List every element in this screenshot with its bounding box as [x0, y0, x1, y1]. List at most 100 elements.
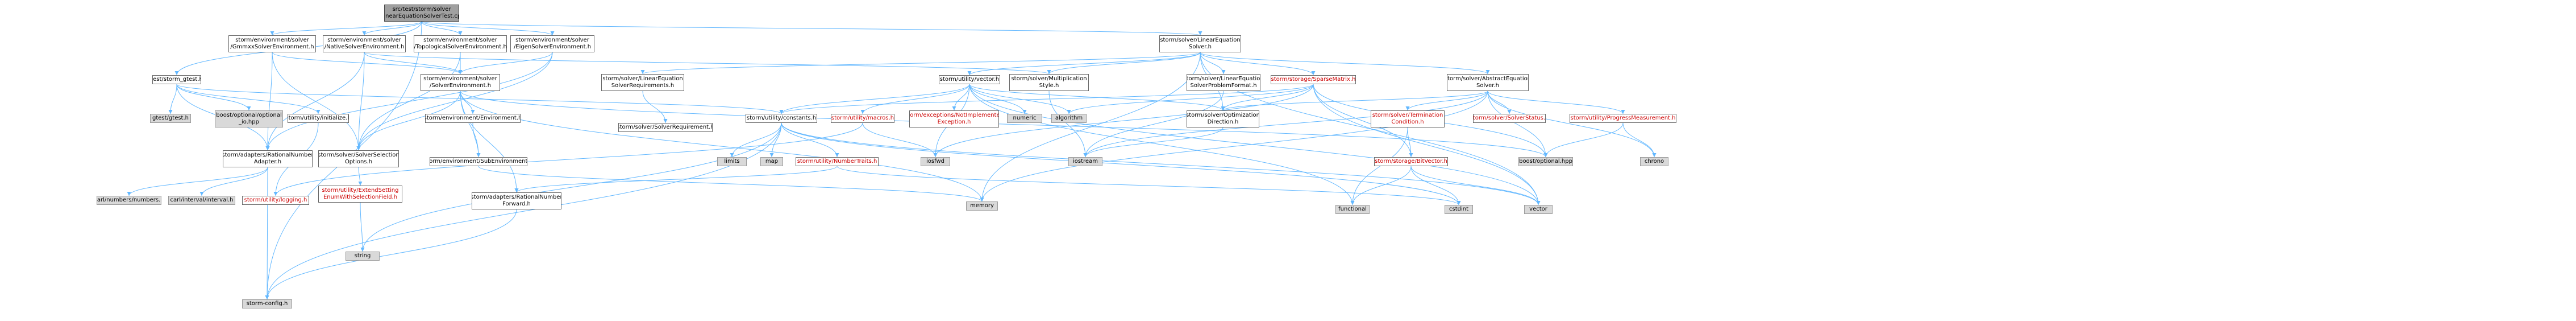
node-iostream: iostream	[1068, 157, 1102, 166]
edge-constants-to-storm-config	[265, 122, 782, 300]
edge-lin-eq-solver-to-abstract-eq-solver	[1200, 52, 1490, 75]
node-rational-adapter[interactable]: storm/adapters/RationalNumber Adapter.h	[223, 150, 313, 167]
edge-solver-env-to-rational-fwd	[460, 90, 519, 193]
node-boost-opt-io: boost/optional/optional _io.hpp	[215, 110, 283, 127]
node-solver-env[interactable]: storm/environment/solver /SolverEnvironm…	[421, 74, 500, 91]
node-bitvector[interactable]: storm/storage/BitVector.h	[1374, 157, 1448, 166]
edge-test-gtest-to-boost-opt-io	[176, 84, 251, 111]
node-opt-dir[interactable]: storm/solver/Optimization Direction.h	[1187, 110, 1259, 127]
node-sparse-matrix[interactable]: storm/storage/SparseMatrix.h	[1271, 75, 1356, 84]
node-lin-eq-solver[interactable]: storm/solver/LinearEquation Solver.h	[1159, 35, 1241, 52]
edge-root-to-native-env	[362, 21, 422, 36]
node-term-cond[interactable]: storm/solver/Termination Condition.h	[1371, 110, 1445, 127]
edge-sub-env-to-memory	[478, 166, 984, 202]
node-test-gtest[interactable]: test/storm_gtest.h	[152, 75, 201, 84]
edge-util-vector-to-not-impl	[952, 84, 970, 111]
edge-util-vector-to-macros	[860, 84, 970, 114]
node-gtest: gtest/gtest.h	[150, 114, 191, 123]
node-root[interactable]: src/test/storm/solver /LinearEquationSol…	[384, 5, 459, 22]
edge-root-to-lin-eq-solver	[421, 21, 1202, 36]
edge-solver-env-to-solver-sel-opts	[356, 90, 461, 151]
edge-native-env-to-rational-adapter	[265, 52, 365, 151]
node-storm-config: storm-config.h	[242, 299, 292, 308]
edge-native-env-to-mult-style	[364, 52, 1051, 75]
node-algorithm: algorithm	[1051, 114, 1087, 123]
node-util-vector[interactable]: storm/utility/vector.h	[939, 75, 1000, 84]
edge-sparse-matrix-to-constants	[779, 84, 1314, 114]
edge-test-gtest-to-constants	[176, 84, 784, 114]
edge-sparse-matrix-to-vector	[1313, 84, 1541, 205]
node-logging[interactable]: storm/utility/logging.h	[242, 196, 309, 205]
node-memory: memory	[966, 201, 998, 211]
node-solver-req[interactable]: storm/solver/SolverRequirement.h	[618, 123, 713, 132]
edge-util-vector-to-algorithm	[969, 84, 1071, 114]
edge-sparse-matrix-to-iosfwd	[933, 84, 1314, 158]
edge-macros-to-logging	[273, 122, 863, 196]
edge-progress-to-boost-opt	[1543, 122, 1624, 158]
edge-rational-fwd-to-storm-config	[265, 209, 517, 300]
node-interval: carl/interval/interval.h	[168, 196, 235, 205]
edge-mult-style-to-iostream	[1048, 90, 1088, 158]
edge-term-cond-to-functional	[1350, 127, 1408, 205]
node-eigen-env[interactable]: storm/environment/solver /EigenSolverEnv…	[510, 35, 594, 52]
edge-sparse-matrix-to-algorithm	[1067, 84, 1314, 114]
edge-number-traits-to-rational-fwd	[514, 166, 838, 193]
edge-abstract-eq-solver-to-boost-opt	[1487, 90, 1548, 158]
node-util-init[interactable]: storm/utility/initialize.h	[288, 114, 349, 123]
node-solver-sel-opts[interactable]: storm/solver/SolverSelection Options.h	[318, 150, 399, 167]
edge-abstract-eq-solver-to-chrono	[1487, 90, 1657, 158]
node-sub-env[interactable]: storm/environment/SubEnvironment.h	[430, 157, 527, 166]
node-environment[interactable]: storm/environment/Environment.h	[425, 114, 521, 123]
node-abstract-eq-solver[interactable]: storm/solver/AbstractEquation Solver.h	[1447, 74, 1529, 91]
node-numbers: carl/numbers/numbers.h	[97, 196, 161, 205]
edge-lin-eq-solver-to-lin-eq-req	[640, 52, 1201, 75]
node-vector: vector	[1524, 205, 1553, 214]
node-constants[interactable]: storm/utility/constants.h	[746, 114, 817, 123]
edge-opt-dir-to-iostream	[1083, 127, 1224, 158]
edge-lin-eq-req-to-solver-req	[642, 90, 668, 124]
edge-bitvector-to-vector	[1410, 166, 1541, 205]
edge-eigen-env-to-rational-adapter	[265, 52, 553, 151]
node-macros[interactable]: storm/utility/macros.h	[831, 114, 894, 123]
edge-abstract-eq-solver-to-iostream	[1083, 90, 1488, 158]
node-mult-style[interactable]: storm/solver/Multiplication Style.h	[1009, 74, 1089, 91]
node-limits: limits	[717, 157, 747, 166]
edge-gmmxx-env-to-rational-adapter	[265, 52, 273, 151]
edge-ext-setting-to-string	[360, 202, 365, 252]
edge-abstract-eq-solver-to-memory	[980, 90, 1488, 202]
edge-constants-to-vector	[781, 122, 1541, 205]
edge-lin-eq-problem-to-iostream	[1083, 90, 1224, 158]
edge-solver-env-to-environment	[460, 90, 475, 114]
edge-native-env-to-solver-env	[364, 52, 463, 75]
node-topo-env[interactable]: storm/environment/solver /TopologicalSol…	[414, 35, 507, 52]
edge-sparse-matrix-to-bitvector	[1313, 84, 1413, 158]
edge-native-env-to-solver-sel-opts	[356, 52, 365, 151]
edge-util-vector-to-opt-dir	[969, 84, 1225, 111]
edge-progress-to-chrono	[1622, 122, 1657, 158]
edge-rational-adapter-to-interval	[199, 167, 268, 196]
edge-rational-adapter-to-storm-config	[265, 167, 269, 300]
edge-constants-to-string	[360, 122, 782, 252]
edge-solver-env-to-boost-opt	[460, 90, 1548, 158]
edge-lin-eq-solver-to-sparse-matrix	[1200, 52, 1316, 76]
node-solver-status[interactable]: storm/solver/SolverStatus.h	[1473, 114, 1546, 123]
edge-number-traits-to-cstdint	[837, 166, 1461, 205]
node-gmmxx-env[interactable]: storm/environment/solver /GmmxxSolverEnv…	[228, 35, 316, 52]
node-lin-eq-req[interactable]: storm/solver/LinearEquation SolverRequir…	[601, 74, 684, 91]
node-progress[interactable]: storm/utility/ProgressMeasurement.h	[1570, 114, 1676, 123]
node-not-impl[interactable]: storm/exceptions/NotImplemented Exceptio…	[909, 110, 999, 127]
node-ext-setting[interactable]: storm/utility/ExtendSetting EnumWithSele…	[318, 186, 402, 203]
node-lin-eq-problem[interactable]: storm/solver/LinearEquation SolverProble…	[1187, 74, 1260, 91]
node-map: map	[760, 157, 783, 166]
node-iosfwd: iosfwd	[921, 157, 950, 166]
node-number-traits[interactable]: storm/utility/NumberTraits.h	[796, 157, 879, 166]
edge-abstract-eq-solver-to-opt-dir	[1221, 90, 1488, 111]
node-rational-fwd[interactable]: storm/adapters/RationalNumber Forward.h	[472, 192, 561, 209]
edge-bitvector-to-functional	[1350, 166, 1412, 205]
edge-util-vector-to-functional	[969, 84, 1355, 205]
node-boost-opt: boost/optional.hpp	[1518, 157, 1573, 166]
node-native-env[interactable]: storm/environment/solver /NativeSolverEn…	[323, 35, 406, 52]
edge-constants-to-cstdint	[781, 122, 1461, 205]
edge-solver-env-to-sub-env	[460, 90, 481, 158]
